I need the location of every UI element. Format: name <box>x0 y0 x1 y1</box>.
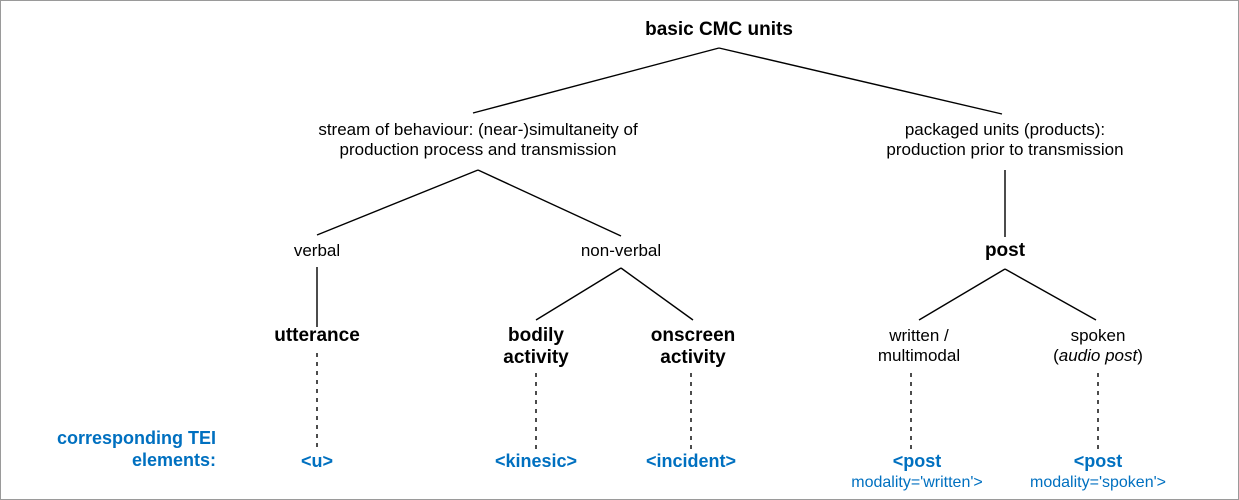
edge-stream-to-nonverbal <box>477 169 622 237</box>
edge-stream-to-verbal <box>316 169 479 236</box>
node-written-multimodal-line1: written / <box>889 326 949 345</box>
tei-element-incident: <incident> <box>646 451 736 473</box>
node-packaged-units: packaged units (products): production pr… <box>886 120 1123 160</box>
node-spoken-paren-close: ) <box>1137 346 1143 366</box>
node-non-verbal-label: non-verbal <box>580 241 662 260</box>
node-spoken-audio-post-italic: audio post <box>1058 346 1138 366</box>
node-basic-cmc-units: basic CMC units <box>645 19 793 41</box>
node-spoken-line2: (audio post) <box>1053 346 1143 366</box>
node-spoken-line1: spoken <box>1070 326 1126 345</box>
node-written-multimodal-line2: multimodal <box>877 346 961 366</box>
edge-root-to-stream <box>472 47 720 114</box>
tei-element-post-written: <post modality='written'> <box>851 451 983 492</box>
node-stream-of-behaviour-line2: production process and transmission <box>339 140 617 160</box>
tei-element-kinesic-main: <kinesic> <box>494 451 578 471</box>
tei-element-incident-main: <incident> <box>645 451 737 471</box>
node-bodily-activity-line2: activity <box>503 347 569 369</box>
node-utterance-line1: utterance <box>274 325 360 346</box>
edge-root-to-packaged <box>718 47 1003 115</box>
node-onscreen-activity-line2: activity <box>660 347 726 369</box>
node-written-multimodal: written / multimodal <box>878 326 960 366</box>
tei-element-post-written-main: <post <box>892 451 942 471</box>
edge-post-to-spoken <box>1004 268 1097 321</box>
node-post-label: post <box>984 240 1026 261</box>
node-spoken-paren-open: ( <box>1053 346 1059 366</box>
node-verbal-label: verbal <box>293 241 341 260</box>
node-basic-cmc-units-label: basic CMC units <box>645 19 793 40</box>
node-stream-of-behaviour-line1: stream of behaviour: (near-)simultaneity… <box>318 120 638 139</box>
edge-post-to-written <box>918 268 1006 321</box>
node-bodily-activity: bodily activity <box>503 325 568 370</box>
tei-caption-line1: corresponding TEI <box>56 428 216 448</box>
edge-nonverbal-to-onscreen <box>620 267 694 321</box>
edge-nonverbal-to-bodily <box>535 267 622 321</box>
tei-element-u: <u> <box>301 451 333 473</box>
node-verbal: verbal <box>294 241 340 261</box>
node-packaged-units-line2: production prior to transmission <box>886 140 1124 160</box>
node-utterance: utterance <box>274 325 360 347</box>
node-post: post <box>985 240 1025 262</box>
node-stream-of-behaviour: stream of behaviour: (near-)simultaneity… <box>318 120 637 160</box>
tei-element-post-written-sub: modality='written'> <box>851 473 983 491</box>
node-non-verbal: non-verbal <box>581 241 661 261</box>
tei-element-post-spoken-main: <post <box>1073 451 1123 471</box>
node-packaged-units-line1: packaged units (products): <box>904 120 1106 139</box>
node-onscreen-activity: onscreen activity <box>651 325 735 370</box>
tei-element-post-spoken: <post modality='spoken'> <box>1030 451 1166 492</box>
tei-caption-line2: elements: <box>131 449 216 470</box>
tei-caption: corresponding TEI elements: <box>21 428 216 471</box>
tei-element-post-spoken-sub: modality='spoken'> <box>1030 473 1166 491</box>
node-spoken-audio-post: spoken (audio post) <box>1053 326 1143 366</box>
tei-element-u-main: <u> <box>300 451 334 471</box>
node-bodily-activity-line1: bodily <box>508 325 564 346</box>
tei-element-kinesic: <kinesic> <box>495 451 577 473</box>
node-onscreen-activity-line1: onscreen <box>650 325 736 346</box>
